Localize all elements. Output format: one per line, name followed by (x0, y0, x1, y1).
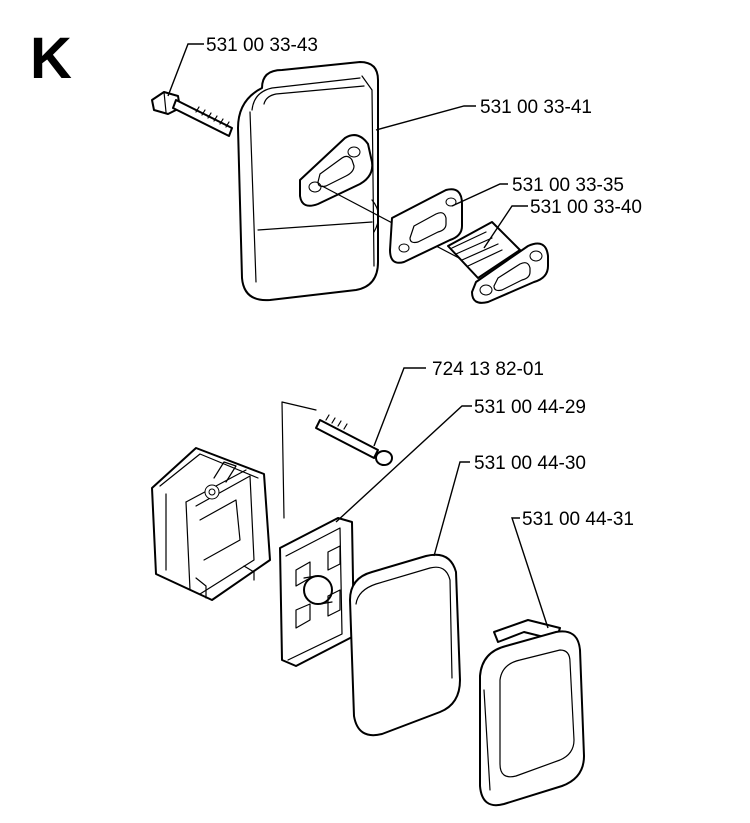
gasket-muffler-drawing (389, 188, 463, 264)
part-number-screw-air-filter: 724 13 82-01 (432, 359, 544, 380)
muffler-drawing (237, 61, 479, 302)
leader-lines (167, 43, 549, 629)
air-filter-drawing (349, 553, 461, 737)
screw-air-filter-drawing (315, 414, 393, 466)
exhaust-flange-drawing (447, 221, 549, 304)
part-number-bolt-muffler: 531 00 33-43 (206, 35, 318, 56)
part-number-air-filter: 531 00 44-30 (474, 453, 586, 474)
part-number-muffler: 531 00 33-41 (480, 97, 592, 118)
bolt-muffler-drawing (151, 91, 233, 137)
part-number-filter-support: 531 00 44-29 (474, 397, 586, 418)
section-letter: K (30, 26, 72, 91)
filter-cover-drawing (479, 619, 585, 807)
part-number-filter-cover: 531 00 44-31 (522, 509, 634, 530)
filter-housing-drawing (151, 401, 317, 601)
part-number-gasket-muffler: 531 00 33-35 (512, 175, 624, 196)
part-number-exhaust-flange: 531 00 33-40 (530, 197, 642, 218)
filter-support-drawing (279, 517, 355, 667)
